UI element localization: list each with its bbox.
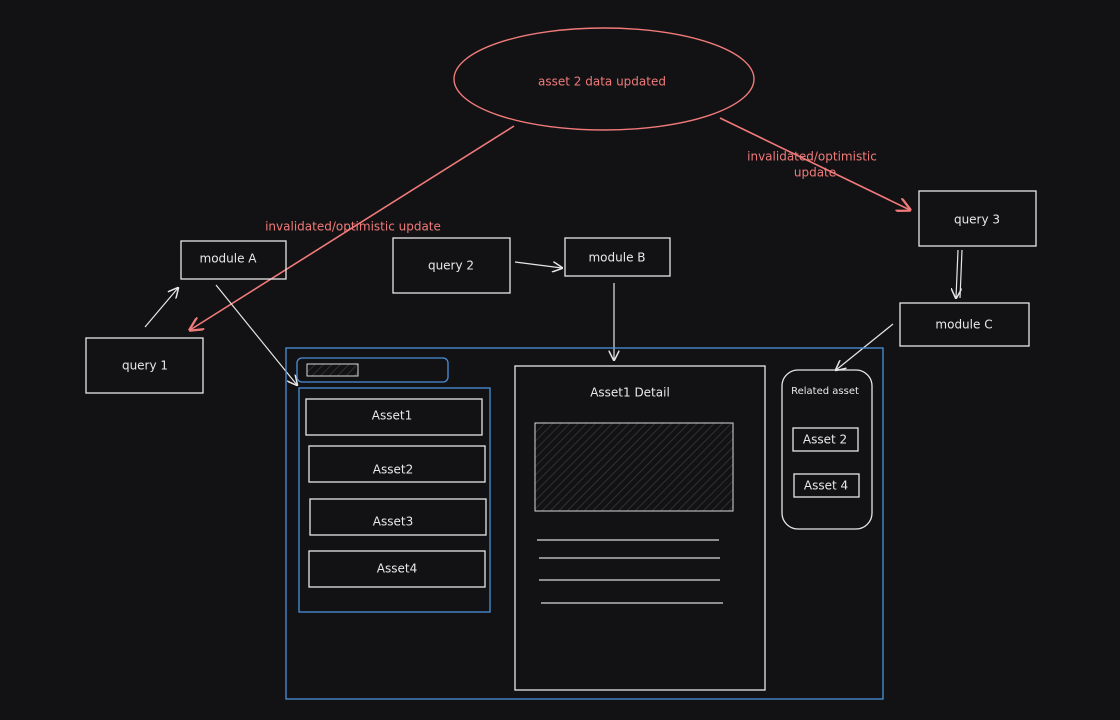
module-b-node: module B [564, 237, 671, 277]
arrow-moduleA-to-list [215, 284, 297, 385]
invalidate-arrow-left [190, 125, 515, 330]
event-ellipse [453, 27, 755, 131]
asset-detail-image-placeholder [534, 422, 734, 512]
app-frame: Asset1 Asset2 Asset3 Asset4 Asset1 Detai… [285, 347, 884, 700]
related-asset-item-label: Asset 2 [803, 433, 847, 447]
asset-list-panel [298, 387, 491, 613]
asset-list-item-2[interactable]: Asset2 [308, 445, 486, 483]
query-3-label: query 3 [954, 213, 1000, 227]
edge-label-left: invalidated/optimistic update [265, 220, 441, 234]
arrow-query3-to-moduleC-stroke2 [959, 249, 963, 299]
query-3-node: query 3 [918, 190, 1037, 247]
query-2-box [392, 237, 511, 294]
module-c-node: module C [899, 302, 1030, 347]
asset-list-item-label: Asset3 [373, 515, 413, 529]
module-c-box [899, 302, 1030, 347]
query-1-node: query 1 [85, 337, 204, 394]
invalidate-arrow-right [719, 117, 910, 210]
event-node: asset 2 data updated [453, 27, 755, 131]
search-bar[interactable] [296, 357, 449, 383]
related-asset-item-label: Asset 4 [804, 479, 848, 493]
module-c-label: module C [935, 318, 992, 332]
asset-list-item-label: Asset2 [373, 463, 413, 477]
asset-detail-title: Asset1 Detail [590, 386, 670, 400]
query-1-label: query 1 [122, 359, 168, 373]
edge-label-right-line2: update [794, 166, 836, 180]
arrow-moduleC-to-related [836, 323, 894, 370]
asset-detail-panel [514, 365, 766, 691]
asset-list-item-label: Asset1 [372, 409, 412, 423]
query-2-label: query 2 [428, 259, 474, 273]
asset-list-item-3[interactable]: Asset3 [309, 498, 487, 536]
arrow-query1-to-moduleA [144, 288, 178, 328]
asset-list-item-label: Asset4 [377, 562, 417, 576]
related-asset-item-1[interactable]: Asset 2 [792, 427, 859, 452]
module-a-label: module A [200, 252, 258, 266]
module-b-label: module B [588, 251, 645, 265]
query-3-box [918, 190, 1037, 247]
app-frame-border [285, 347, 884, 700]
search-input-placeholder[interactable] [306, 363, 359, 377]
related-asset-item-2[interactable]: Asset 4 [793, 473, 860, 498]
module-b-box [564, 237, 671, 277]
arrow-query3-to-moduleC [956, 249, 958, 298]
arrow-query2-to-moduleB [514, 261, 562, 268]
asset-list-item-1[interactable]: Asset1 [305, 398, 483, 436]
edge-label-right-line1: invalidated/optimistic [747, 150, 877, 164]
related-asset-title: Related asset [791, 386, 859, 397]
event-label: asset 2 data updated [538, 75, 666, 89]
module-a-box [180, 240, 287, 280]
asset-list-item-4[interactable]: Asset4 [308, 550, 486, 588]
module-a-node: module A [180, 240, 287, 280]
related-asset-panel [781, 369, 873, 530]
query-1-box [85, 337, 204, 394]
query-2-node: query 2 [392, 237, 511, 294]
